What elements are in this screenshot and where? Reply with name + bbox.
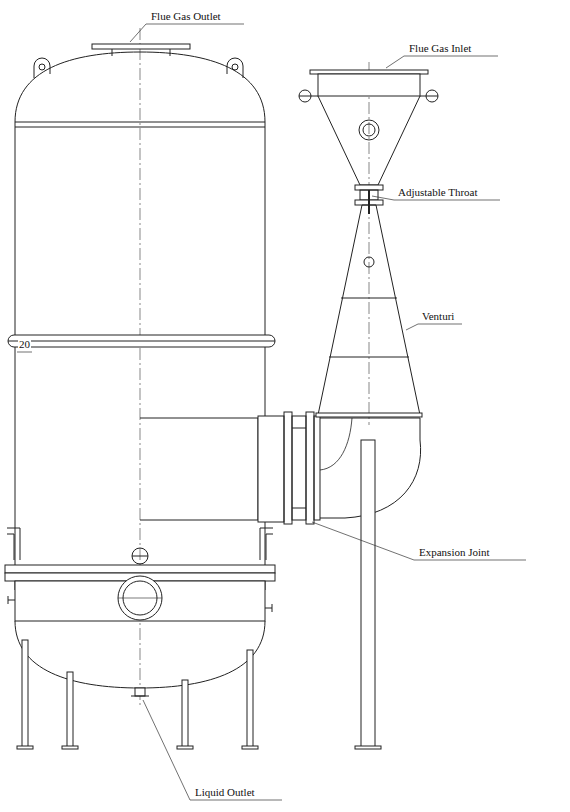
callout-label: Expansion Joint — [418, 546, 491, 559]
callout-label: Flue Gas Outlet — [150, 10, 222, 23]
callout-label: Venturi — [421, 310, 455, 323]
callout-label: 20 — [18, 338, 31, 351]
callout-label: Flue Gas Inlet — [408, 42, 472, 55]
callout-label: Liquid Outlet — [194, 786, 256, 799]
callout-label: Adjustable Throat — [397, 186, 479, 199]
